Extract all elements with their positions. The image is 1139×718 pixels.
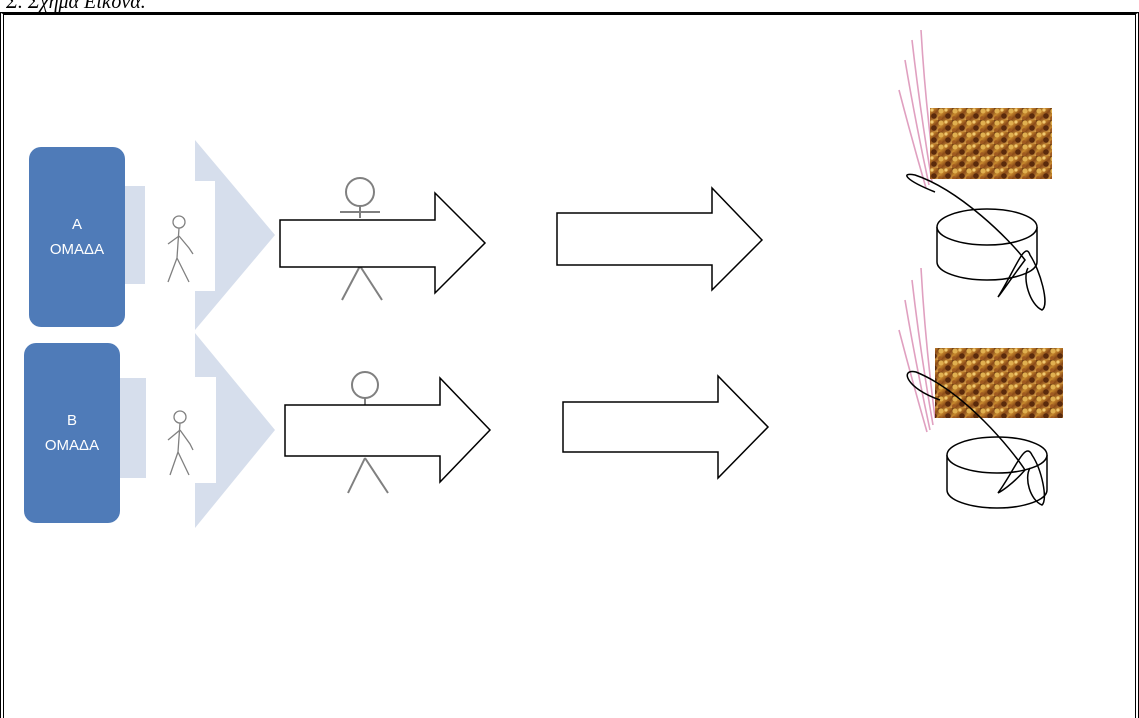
- row-a-small-stick-figure-icon: [167, 215, 194, 283]
- group-a-box: Α ΟΜΑΔΑ: [29, 147, 125, 327]
- row-a-scribble-line: [906, 173, 1046, 311]
- figure-caption: Σ. Σχήμα Εικόνα.: [6, 0, 146, 13]
- row-b-small-stick-figure-icon: [167, 410, 194, 476]
- row-b-pink-strokes: [898, 267, 936, 433]
- group-a-name: ΟΜΑΔΑ: [49, 241, 105, 258]
- row-b-arrow-1: [284, 376, 492, 484]
- row-a-person-card: [145, 181, 215, 291]
- row-a-arrow-1: [279, 191, 487, 295]
- row-b: [120, 267, 1063, 528]
- group-b-box: Β ΟΜΑΔΑ: [24, 343, 120, 523]
- group-a-letter: Α: [71, 216, 82, 233]
- row-a-arrow-2: [556, 186, 764, 292]
- row-b-bowl-icon: [946, 436, 1048, 509]
- row-b-person-card: [146, 377, 216, 483]
- row-a-pink-strokes: [898, 29, 936, 189]
- group-b-name: ΟΜΑΔΑ: [44, 437, 100, 454]
- row-a: [125, 29, 1052, 330]
- row-b-cereal-image: [935, 348, 1063, 418]
- row-b-scribble-line: [906, 370, 1046, 506]
- group-b-letter: Β: [66, 412, 77, 429]
- row-a-bowl-icon: [936, 208, 1038, 281]
- diagram-frame: [0, 12, 1139, 718]
- row-a-large-stick-figure-icon: [340, 177, 383, 301]
- row-b-large-stick-figure-icon: [347, 371, 389, 494]
- row-b-arrow-2: [562, 374, 770, 480]
- row-a-cereal-image: [930, 108, 1052, 179]
